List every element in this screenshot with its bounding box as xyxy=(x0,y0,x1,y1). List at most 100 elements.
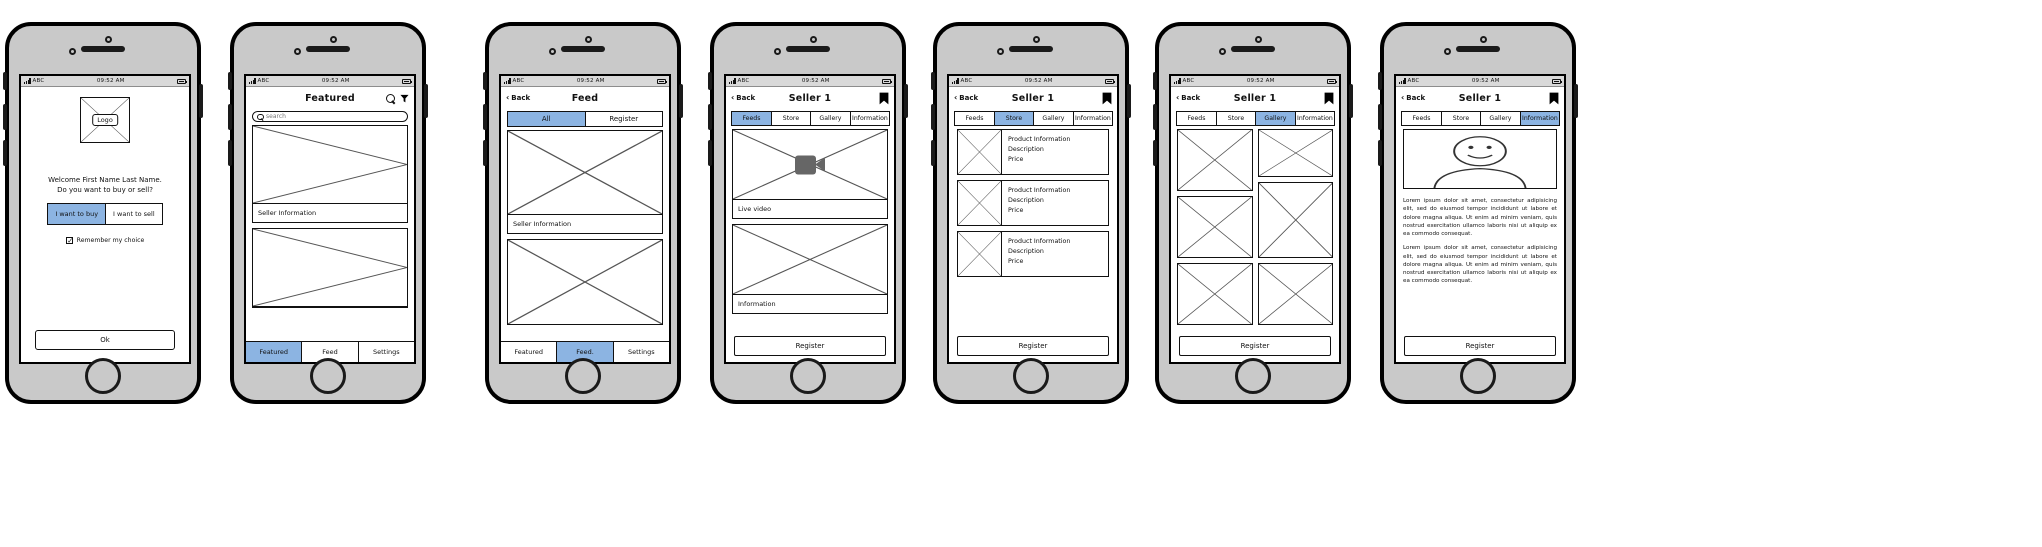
tab-store[interactable]: Store xyxy=(770,111,812,126)
back-button[interactable]: ‹Back xyxy=(731,94,755,103)
choice-i-want-to-buy[interactable]: I want to buy xyxy=(48,204,107,225)
tab-store[interactable]: Store xyxy=(1215,111,1257,126)
power-button[interactable] xyxy=(904,84,908,118)
tab-store[interactable]: Store xyxy=(1440,111,1482,126)
volume-up-button[interactable] xyxy=(1153,104,1157,130)
mute-switch[interactable] xyxy=(1378,72,1382,90)
featured-card[interactable]: Seller Information xyxy=(252,125,408,223)
power-button[interactable] xyxy=(424,84,428,118)
bookmark-icon[interactable] xyxy=(1102,92,1112,105)
tabbar-item-feed[interactable]: Feed. xyxy=(557,342,614,362)
back-button[interactable]: ‹Back xyxy=(506,94,530,103)
tab-information[interactable]: Information xyxy=(1519,111,1561,126)
gallery-item[interactable] xyxy=(1177,263,1253,325)
home-button[interactable] xyxy=(1235,358,1271,394)
product-row[interactable]: Product Information Description Price xyxy=(957,129,1109,175)
power-button[interactable] xyxy=(1349,84,1353,118)
power-button[interactable] xyxy=(199,84,203,118)
back-button[interactable]: ‹Back xyxy=(1401,94,1425,103)
mute-switch[interactable] xyxy=(483,72,487,90)
tab-gallery[interactable]: Gallery xyxy=(1480,111,1521,126)
power-button[interactable] xyxy=(1127,84,1131,118)
tab-feeds[interactable]: Feeds xyxy=(1176,111,1217,126)
mute-switch[interactable] xyxy=(228,72,232,90)
information-content[interactable]: Lorem ipsum dolor sit amet, consectetur … xyxy=(1396,129,1564,332)
register-button[interactable]: Register xyxy=(957,336,1109,356)
tabbar-item-feed[interactable]: Feed xyxy=(302,342,359,362)
checkbox-checked-icon[interactable] xyxy=(65,236,73,245)
segment-all[interactable]: All xyxy=(508,112,586,126)
tab-information[interactable]: Information xyxy=(1072,111,1114,126)
mute-switch[interactable] xyxy=(931,72,935,90)
volume-down-button[interactable] xyxy=(1378,140,1382,166)
bookmark-icon[interactable] xyxy=(1549,92,1559,105)
filter-icon[interactable] xyxy=(400,94,409,103)
mute-switch[interactable] xyxy=(1153,72,1157,90)
feed-card[interactable]: Seller Information xyxy=(507,130,663,234)
tab-gallery[interactable]: Gallery xyxy=(810,111,851,126)
home-button[interactable] xyxy=(1460,358,1496,394)
information-card[interactable]: Information xyxy=(732,224,888,314)
seller-feed-list[interactable]: Live video Information xyxy=(726,129,894,332)
search-input[interactable]: search xyxy=(252,111,408,122)
register-button[interactable]: Register xyxy=(1404,336,1556,356)
back-button[interactable]: ‹Back xyxy=(1176,94,1200,103)
featured-list[interactable]: Seller Information xyxy=(246,125,414,341)
tab-feeds[interactable]: Feeds xyxy=(1401,111,1442,126)
tab-gallery[interactable]: Gallery xyxy=(1255,111,1296,126)
power-button[interactable] xyxy=(1574,84,1578,118)
bookmark-icon[interactable] xyxy=(879,92,889,105)
register-button[interactable]: Register xyxy=(1179,336,1331,356)
mute-switch[interactable] xyxy=(3,72,7,90)
gallery-item[interactable] xyxy=(1177,196,1253,258)
home-button[interactable] xyxy=(85,358,121,394)
feed-list[interactable]: Seller Information xyxy=(501,130,669,341)
choice-i-want-to-sell[interactable]: I want to sell xyxy=(106,204,162,225)
home-button[interactable] xyxy=(310,358,346,394)
tab-feeds[interactable]: Feeds xyxy=(731,111,772,126)
tabbar-item-settings[interactable]: Settings xyxy=(613,342,669,362)
volume-up-button[interactable] xyxy=(1378,104,1382,130)
live-video-card[interactable]: Live video xyxy=(732,129,888,219)
gallery-grid[interactable] xyxy=(1171,129,1339,332)
segment-register[interactable]: Register xyxy=(585,112,662,126)
ok-button[interactable]: Ok xyxy=(35,330,175,350)
gallery-item[interactable] xyxy=(1257,129,1333,177)
product-row[interactable]: Product Information Description Price xyxy=(957,180,1109,226)
tab-feeds[interactable]: Feeds xyxy=(954,111,995,126)
power-button[interactable] xyxy=(679,84,683,118)
bookmark-icon[interactable] xyxy=(1324,92,1334,105)
feed-card[interactable] xyxy=(507,239,663,325)
gallery-item[interactable] xyxy=(1257,263,1333,325)
search-icon[interactable] xyxy=(386,93,395,103)
volume-up-button[interactable] xyxy=(931,104,935,130)
tabbar-item-settings[interactable]: Settings xyxy=(358,342,414,362)
remember-choice-row[interactable]: Remember my choice xyxy=(65,236,144,245)
tab-store[interactable]: Store xyxy=(993,111,1035,126)
volume-down-button[interactable] xyxy=(1153,140,1157,166)
featured-card[interactable] xyxy=(252,228,408,308)
home-button[interactable] xyxy=(565,358,601,394)
gallery-item[interactable] xyxy=(1177,129,1253,191)
volume-up-button[interactable] xyxy=(708,104,712,130)
home-button[interactable] xyxy=(790,358,826,394)
mute-switch[interactable] xyxy=(708,72,712,90)
product-list[interactable]: Product Information Description Price Pr… xyxy=(949,129,1117,332)
home-button[interactable] xyxy=(1013,358,1049,394)
register-button[interactable]: Register xyxy=(734,336,886,356)
product-row[interactable]: Product Information Description Price xyxy=(957,231,1109,277)
gallery-item[interactable] xyxy=(1257,182,1333,258)
volume-up-button[interactable] xyxy=(483,104,487,130)
tabbar-item-featured[interactable]: Featured xyxy=(501,342,558,362)
back-button[interactable]: ‹Back xyxy=(954,94,978,103)
volume-down-button[interactable] xyxy=(483,140,487,166)
tab-information[interactable]: Information xyxy=(1294,111,1336,126)
tabbar-item-featured[interactable]: Featured xyxy=(246,342,303,362)
volume-down-button[interactable] xyxy=(708,140,712,166)
volume-down-button[interactable] xyxy=(3,140,7,166)
volume-up-button[interactable] xyxy=(3,104,7,130)
tab-information[interactable]: Information xyxy=(849,111,891,126)
volume-down-button[interactable] xyxy=(228,140,232,166)
tab-gallery[interactable]: Gallery xyxy=(1033,111,1074,126)
volume-down-button[interactable] xyxy=(931,140,935,166)
